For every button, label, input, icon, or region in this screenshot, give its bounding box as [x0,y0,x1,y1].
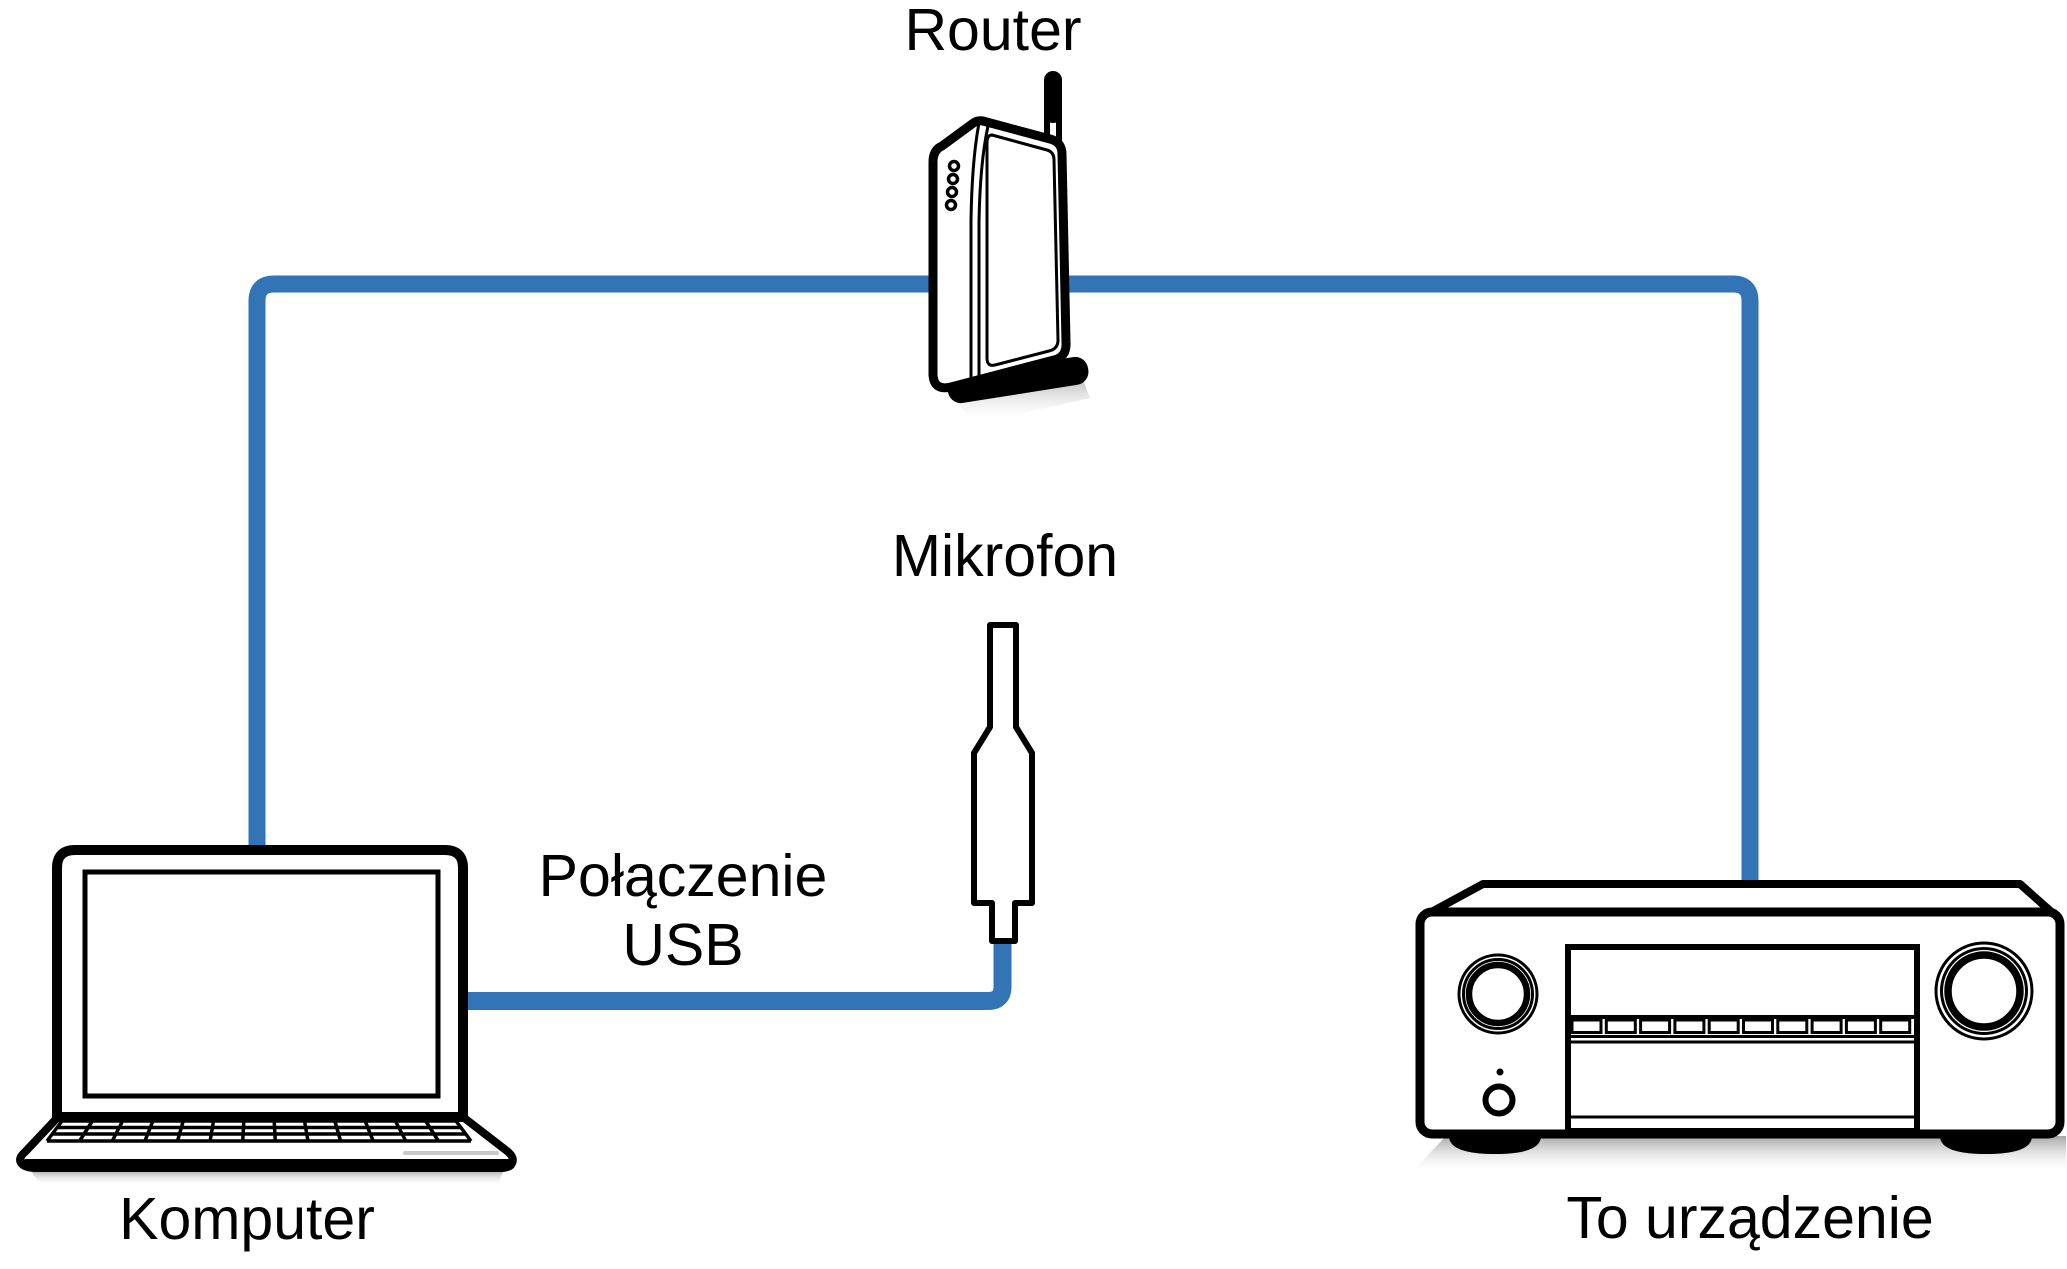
laptop-shadow [30,1170,504,1186]
microphone-illustration [971,622,1035,944]
computer-label: Komputer [119,1186,375,1252]
router-illustration [928,71,1090,424]
receiver-power-led [1496,1068,1504,1076]
laptop-illustration [16,845,517,1186]
receiver-knob-right [1934,941,2034,1041]
receiver-power-button [1482,1083,1516,1117]
receiver-button-row [1570,1018,1912,1034]
receiver-illustration [1410,880,2066,1174]
router-ridge-line [969,122,981,385]
usb-cable [458,940,1012,1010]
receiver-panel-lines [1568,1035,1917,1119]
usb-connection-label-line1: Połączenie [539,843,828,909]
receiver-knob-left [1457,953,1539,1035]
microphone-label: Mikrofon [892,523,1118,589]
this-unit-label: To urządzenie [1566,1185,1933,1251]
usb-connection-label-line2: USB [622,912,743,978]
router-body [928,116,1071,393]
receiver-shadow [1410,1136,2066,1174]
laptop-screen [82,869,441,1099]
router-front-inner-border [985,133,1060,367]
router-label: Router [904,0,1081,63]
router-stand [947,356,1089,404]
receiver-center-panel [1565,944,1920,1134]
microphone-body [971,622,1035,944]
router-led-lights [944,159,961,212]
router-ridge-line-2 [977,125,990,383]
